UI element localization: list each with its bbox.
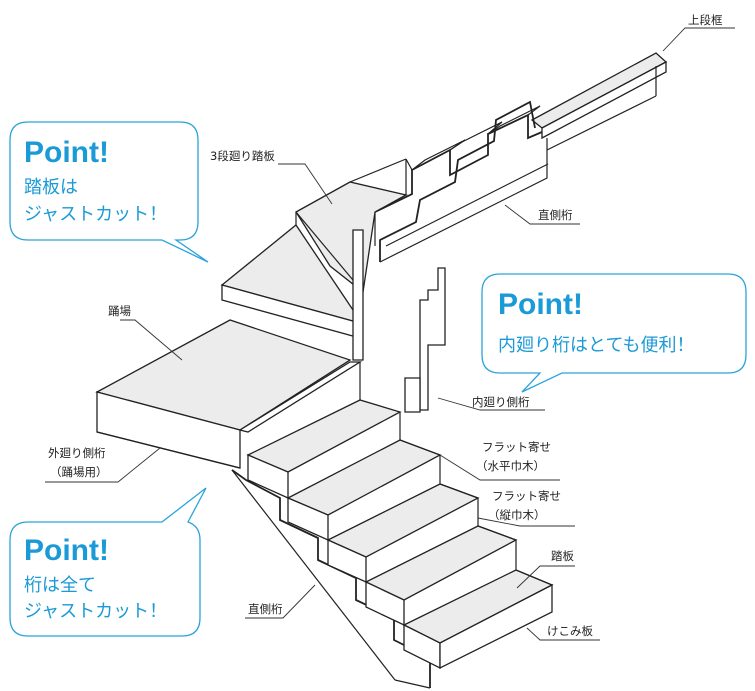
inner-winder-stringer-part: [404, 267, 446, 413]
callout-2-line1: 内廻り桁はとても便利！: [498, 335, 695, 356]
callout-3-line1: 桁は全て: [24, 575, 96, 596]
label-winder-tread: 3段廻り踏板: [210, 149, 275, 163]
label-outer-winder-stringer-sub: （踊場用）: [50, 465, 108, 479]
label-flat-vertical: フラット寄せ: [492, 489, 561, 503]
label-flat-horizontal: フラット寄せ: [482, 440, 551, 454]
landing-block: [95, 224, 364, 469]
label-landing: 踊場: [108, 304, 131, 318]
callout-2-title: Point!: [498, 288, 583, 321]
upper-flight: [295, 52, 668, 294]
lower-flight: [231, 362, 554, 689]
callout-3-title: Point!: [24, 534, 109, 567]
label-straight-stringer-upper: 直側桁: [538, 208, 573, 222]
label-outer-winder-stringer: 外廻り側桁: [48, 446, 106, 460]
callout-1-line1: 踏板は: [24, 177, 78, 198]
callout-1-line2: ジャストカット！: [24, 204, 167, 225]
leaders: [45, 27, 735, 641]
label-tread: 踏板: [551, 549, 574, 563]
label-inner-winder-stringer: 内廻り側桁: [472, 395, 530, 409]
callout-bubble-3: Point! 桁は全て ジャストカット！: [9, 487, 207, 637]
callout-1-title: Point!: [24, 136, 109, 169]
label-straight-stringer-lower: 直側桁: [248, 602, 283, 616]
label-riser: けこみ板: [547, 624, 593, 638]
callout-bubble-1: Point! 踏板は ジャストカット！: [9, 121, 209, 263]
callout-3-line2: ジャストカット！: [24, 601, 167, 622]
label-flat-vertical-sub: （縦巾木）: [488, 508, 546, 522]
label-top-frame: 上段框: [688, 13, 723, 27]
callout-bubble-2: Point! 内廻り桁はとても便利！: [481, 273, 747, 393]
label-flat-horizontal-sub: （水平巾木）: [476, 459, 545, 473]
